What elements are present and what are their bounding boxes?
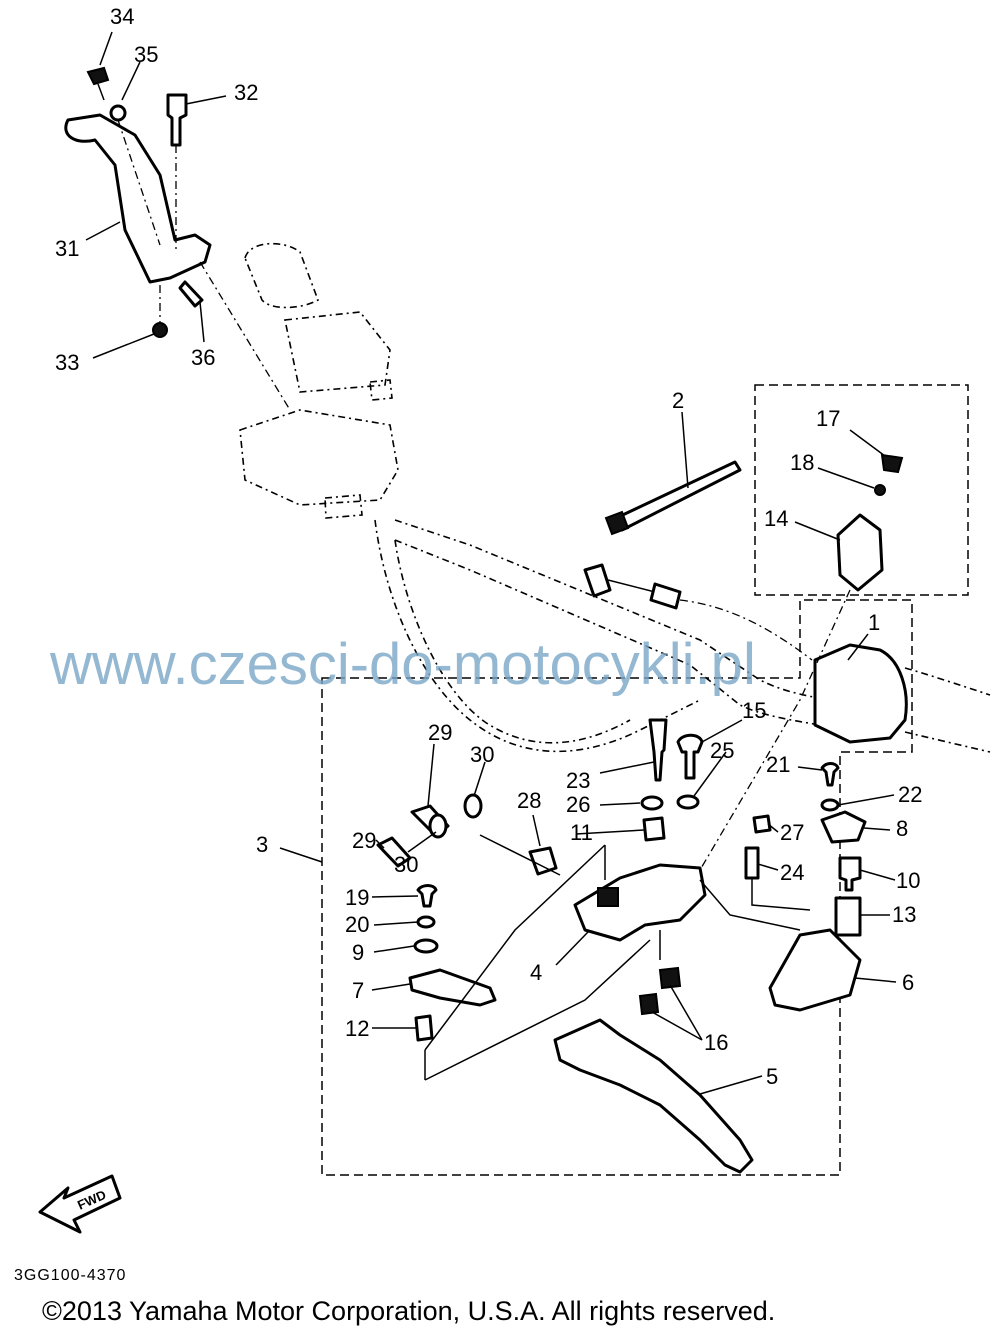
label-8: 8 [896, 816, 908, 841]
lever-5 [553, 1018, 754, 1174]
label-27: 27 [780, 820, 804, 845]
label-15: 15 [742, 698, 766, 723]
screw-21 [820, 762, 840, 787]
clutch-lever-group [64, 66, 291, 411]
label-20: 20 [345, 912, 369, 937]
spring-13 [834, 896, 862, 937]
label-30b: 30 [394, 852, 418, 877]
watermark-text: www.czesci-do-motocykli.pl [49, 632, 756, 697]
label-29a: 29 [428, 720, 452, 745]
part-numbers: 34 35 32 31 33 36 2 17 18 14 1 15 29 30 … [55, 4, 922, 1089]
drawing-code: 3GG100-4370 [14, 1267, 126, 1284]
label-36: 36 [191, 345, 215, 370]
label-2: 2 [672, 388, 684, 413]
switch-group [583, 453, 908, 871]
washer-22 [820, 798, 840, 812]
label-19: 19 [345, 885, 369, 910]
washer-9 [413, 938, 439, 954]
label-1: 1 [868, 610, 880, 635]
fwd-arrow-icon: FWD [38, 1174, 122, 1234]
label-29b: 29 [352, 828, 376, 853]
bolt-34 [86, 66, 110, 86]
label-22: 22 [898, 782, 922, 807]
pin-15 [676, 733, 704, 780]
screw-17 [880, 453, 904, 474]
cable-tie-2 [610, 460, 742, 532]
spring-36 [178, 280, 204, 308]
label-28: 28 [517, 788, 541, 813]
pin-24 [744, 846, 760, 880]
adjuster-12 [414, 1014, 434, 1042]
plunger-10 [838, 856, 862, 892]
label-26: 26 [566, 792, 590, 817]
label-11: 11 [570, 820, 593, 845]
nut-33 [152, 322, 168, 338]
pin-27 [752, 814, 772, 834]
washer-35 [109, 104, 127, 122]
bolt-32 [166, 93, 188, 147]
brake-lever-assembly [376, 718, 867, 1174]
label-31: 31 [55, 236, 79, 261]
washer-25 [676, 794, 700, 810]
washer-20 [416, 915, 436, 929]
washer-18 [874, 484, 886, 496]
label-13: 13 [892, 902, 916, 927]
label-25: 25 [710, 738, 734, 763]
switch-body-6 [768, 928, 862, 1012]
label-24: 24 [780, 860, 804, 885]
label-7: 7 [352, 978, 364, 1003]
label-23: 23 [566, 768, 590, 793]
clamp-14 [836, 513, 884, 592]
washer-30b [428, 813, 448, 839]
label-16: 16 [704, 1030, 728, 1055]
washer-26 [640, 795, 664, 811]
label-14: 14 [764, 506, 788, 531]
nut-16b [638, 992, 660, 1016]
label-10: 10 [896, 868, 920, 893]
label-18: 18 [790, 450, 814, 475]
leader-lines [85, 31, 897, 1095]
screw-19 [416, 884, 438, 908]
label-32: 32 [234, 80, 258, 105]
plate-8 [820, 810, 867, 844]
label-3: 3 [256, 832, 268, 857]
wire-connector [583, 563, 612, 598]
label-35: 35 [134, 42, 158, 67]
bolt-23 [648, 718, 668, 782]
screw-29b [376, 836, 412, 868]
lever-31 [64, 113, 212, 284]
label-30a: 30 [470, 742, 494, 767]
collar-11 [642, 816, 666, 842]
bracket-4 [573, 863, 707, 942]
label-21: 21 [766, 752, 790, 777]
label-12: 12 [345, 1016, 369, 1041]
assembly-box-3 [321, 599, 913, 1176]
washer-30a [463, 793, 483, 819]
label-33: 33 [55, 350, 79, 375]
assembly-box-14-17-18 [754, 384, 969, 596]
nut-16a [658, 966, 682, 990]
label-4: 4 [530, 960, 542, 985]
label-17: 17 [816, 406, 840, 431]
label-34: 34 [110, 4, 134, 29]
boot-28 [528, 846, 558, 876]
plate-7 [408, 968, 497, 1007]
label-9: 9 [352, 940, 364, 965]
label-5: 5 [766, 1064, 778, 1089]
label-6: 6 [902, 970, 914, 995]
copyright-notice: ©2013 Yamaha Motor Corporation, U.S.A. A… [42, 1296, 775, 1326]
switch-housing-1 [813, 643, 908, 744]
